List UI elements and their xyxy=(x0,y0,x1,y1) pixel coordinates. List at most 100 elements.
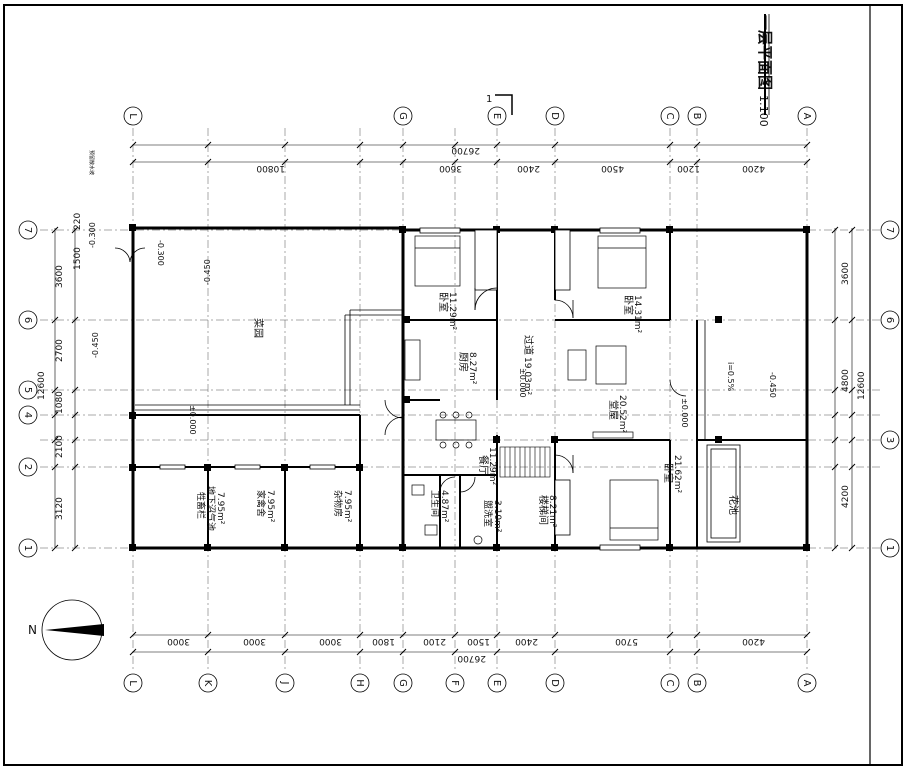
axis-bubble-label: 7 xyxy=(884,227,895,233)
sofa-icon xyxy=(595,345,627,385)
dim-tick xyxy=(399,648,407,656)
bed-icon xyxy=(414,235,461,287)
room-name: 牲畜栏 xyxy=(195,492,207,519)
room-area: 8.27m² xyxy=(467,352,477,385)
dim-tick xyxy=(71,544,79,552)
dim-top: 4500 xyxy=(601,163,624,173)
dim-tick xyxy=(831,436,839,444)
dim-tick xyxy=(803,648,811,656)
axis-bubble xyxy=(123,106,143,126)
axis-bubble-label: F xyxy=(449,680,460,686)
dim-tick xyxy=(356,158,364,166)
dim-tick xyxy=(693,648,701,656)
dim-tick xyxy=(551,158,559,166)
dim-tick xyxy=(803,158,811,166)
outer-border xyxy=(3,4,903,766)
axis-bubble-label: 6 xyxy=(22,317,33,323)
room-name: 堂屋 xyxy=(607,400,619,420)
room-name: 卧室 xyxy=(662,463,675,483)
room-name: 楼梯间 xyxy=(537,495,550,525)
dim-bottom: 1800 xyxy=(372,636,395,646)
dim-left: 220 xyxy=(73,213,83,230)
axis-bubble-label: D xyxy=(549,112,560,120)
dim-tick xyxy=(803,141,811,149)
axis-bubble xyxy=(880,538,900,558)
axis-bubble-label: C xyxy=(664,680,675,687)
dim-tick xyxy=(693,141,701,149)
dim-tick xyxy=(399,158,407,166)
room-area: 7.95m² xyxy=(265,490,275,523)
north-compass: N xyxy=(28,599,104,661)
dim-top: 3600 xyxy=(439,163,462,173)
bed-icon xyxy=(609,479,659,541)
axis-bubble-label: 1 xyxy=(884,545,895,551)
dim-tick xyxy=(451,158,459,166)
room-area: 11.29m² xyxy=(447,292,457,331)
axis-bubble-label: 4 xyxy=(22,412,33,418)
axis-bubble-label: 6 xyxy=(884,317,895,323)
dim-right: 4800 xyxy=(841,369,851,392)
dim-top: 4200 xyxy=(742,163,765,173)
dim-bottom: 5700 xyxy=(615,636,638,646)
axis-grid-vertical xyxy=(132,128,808,670)
sink-icon xyxy=(411,484,425,496)
room-area: 11.29m² xyxy=(487,447,497,486)
axis-bubble xyxy=(350,673,370,693)
dim-tick xyxy=(281,141,289,149)
dim-tick xyxy=(71,436,79,444)
furniture xyxy=(404,235,659,545)
slope-mark: i=0.5% xyxy=(726,362,735,392)
dim-tick xyxy=(551,141,559,149)
dim-tick xyxy=(831,226,839,234)
dim-left-total: 12600 xyxy=(37,371,47,400)
dim-tick xyxy=(71,226,79,234)
level-mark: -0.450 xyxy=(768,372,777,398)
windows xyxy=(159,227,641,551)
dim-tick xyxy=(51,316,59,324)
axis-bubble xyxy=(18,538,38,558)
drawing-scale: 1:100 xyxy=(757,95,770,127)
dim-tick xyxy=(848,436,856,444)
dim-tick xyxy=(51,386,59,394)
axis-bubble xyxy=(18,220,38,240)
room-area: 4.87m² xyxy=(439,490,449,523)
axis-bubble xyxy=(687,106,707,126)
dim-tick xyxy=(831,386,839,394)
axis-bubble-label: 2 xyxy=(22,464,33,470)
garden-label: 菜园 xyxy=(252,318,264,338)
dim-left: 2700 xyxy=(55,339,65,362)
room-name: 厨房 xyxy=(457,352,470,372)
dim-tick xyxy=(129,631,137,639)
section-mark xyxy=(495,94,513,115)
dim-left: 3120 xyxy=(55,497,65,520)
doors xyxy=(114,247,687,493)
flowerbed-label: 花池 xyxy=(727,495,740,515)
dim-tick xyxy=(129,158,137,166)
axis-bubble xyxy=(18,310,38,330)
dim-tick xyxy=(71,386,79,394)
axis-bubble xyxy=(275,673,295,693)
dims-left: 3120 2100 1080 2700 3600 1500 220 12600 xyxy=(37,213,83,520)
dim-tick xyxy=(204,648,212,656)
axis-bubble-label: E xyxy=(491,113,502,119)
axis-bubble xyxy=(445,673,465,693)
axis-bubble-label: L xyxy=(127,680,138,686)
room-name: 过道 xyxy=(522,335,535,355)
dim-tick xyxy=(356,648,364,656)
dim-tick xyxy=(693,158,701,166)
dim-bottom: 3000 xyxy=(243,636,266,646)
room-area: 3.10m² xyxy=(492,500,502,533)
dim-right: 3600 xyxy=(841,262,851,285)
dim-bottom: 1500 xyxy=(467,636,490,646)
tv-cabinet-icon xyxy=(592,431,634,439)
axis-bubble xyxy=(660,106,680,126)
dim-tick xyxy=(129,141,137,149)
room-area: 14.31m² xyxy=(632,295,642,334)
dim-tick xyxy=(399,631,407,639)
axis-bubble-label: G xyxy=(397,112,408,120)
dim-tick xyxy=(848,463,856,471)
room-area: 21.62m² xyxy=(672,455,682,494)
dim-tick xyxy=(71,463,79,471)
dim-right-total: 12600 xyxy=(857,371,867,400)
